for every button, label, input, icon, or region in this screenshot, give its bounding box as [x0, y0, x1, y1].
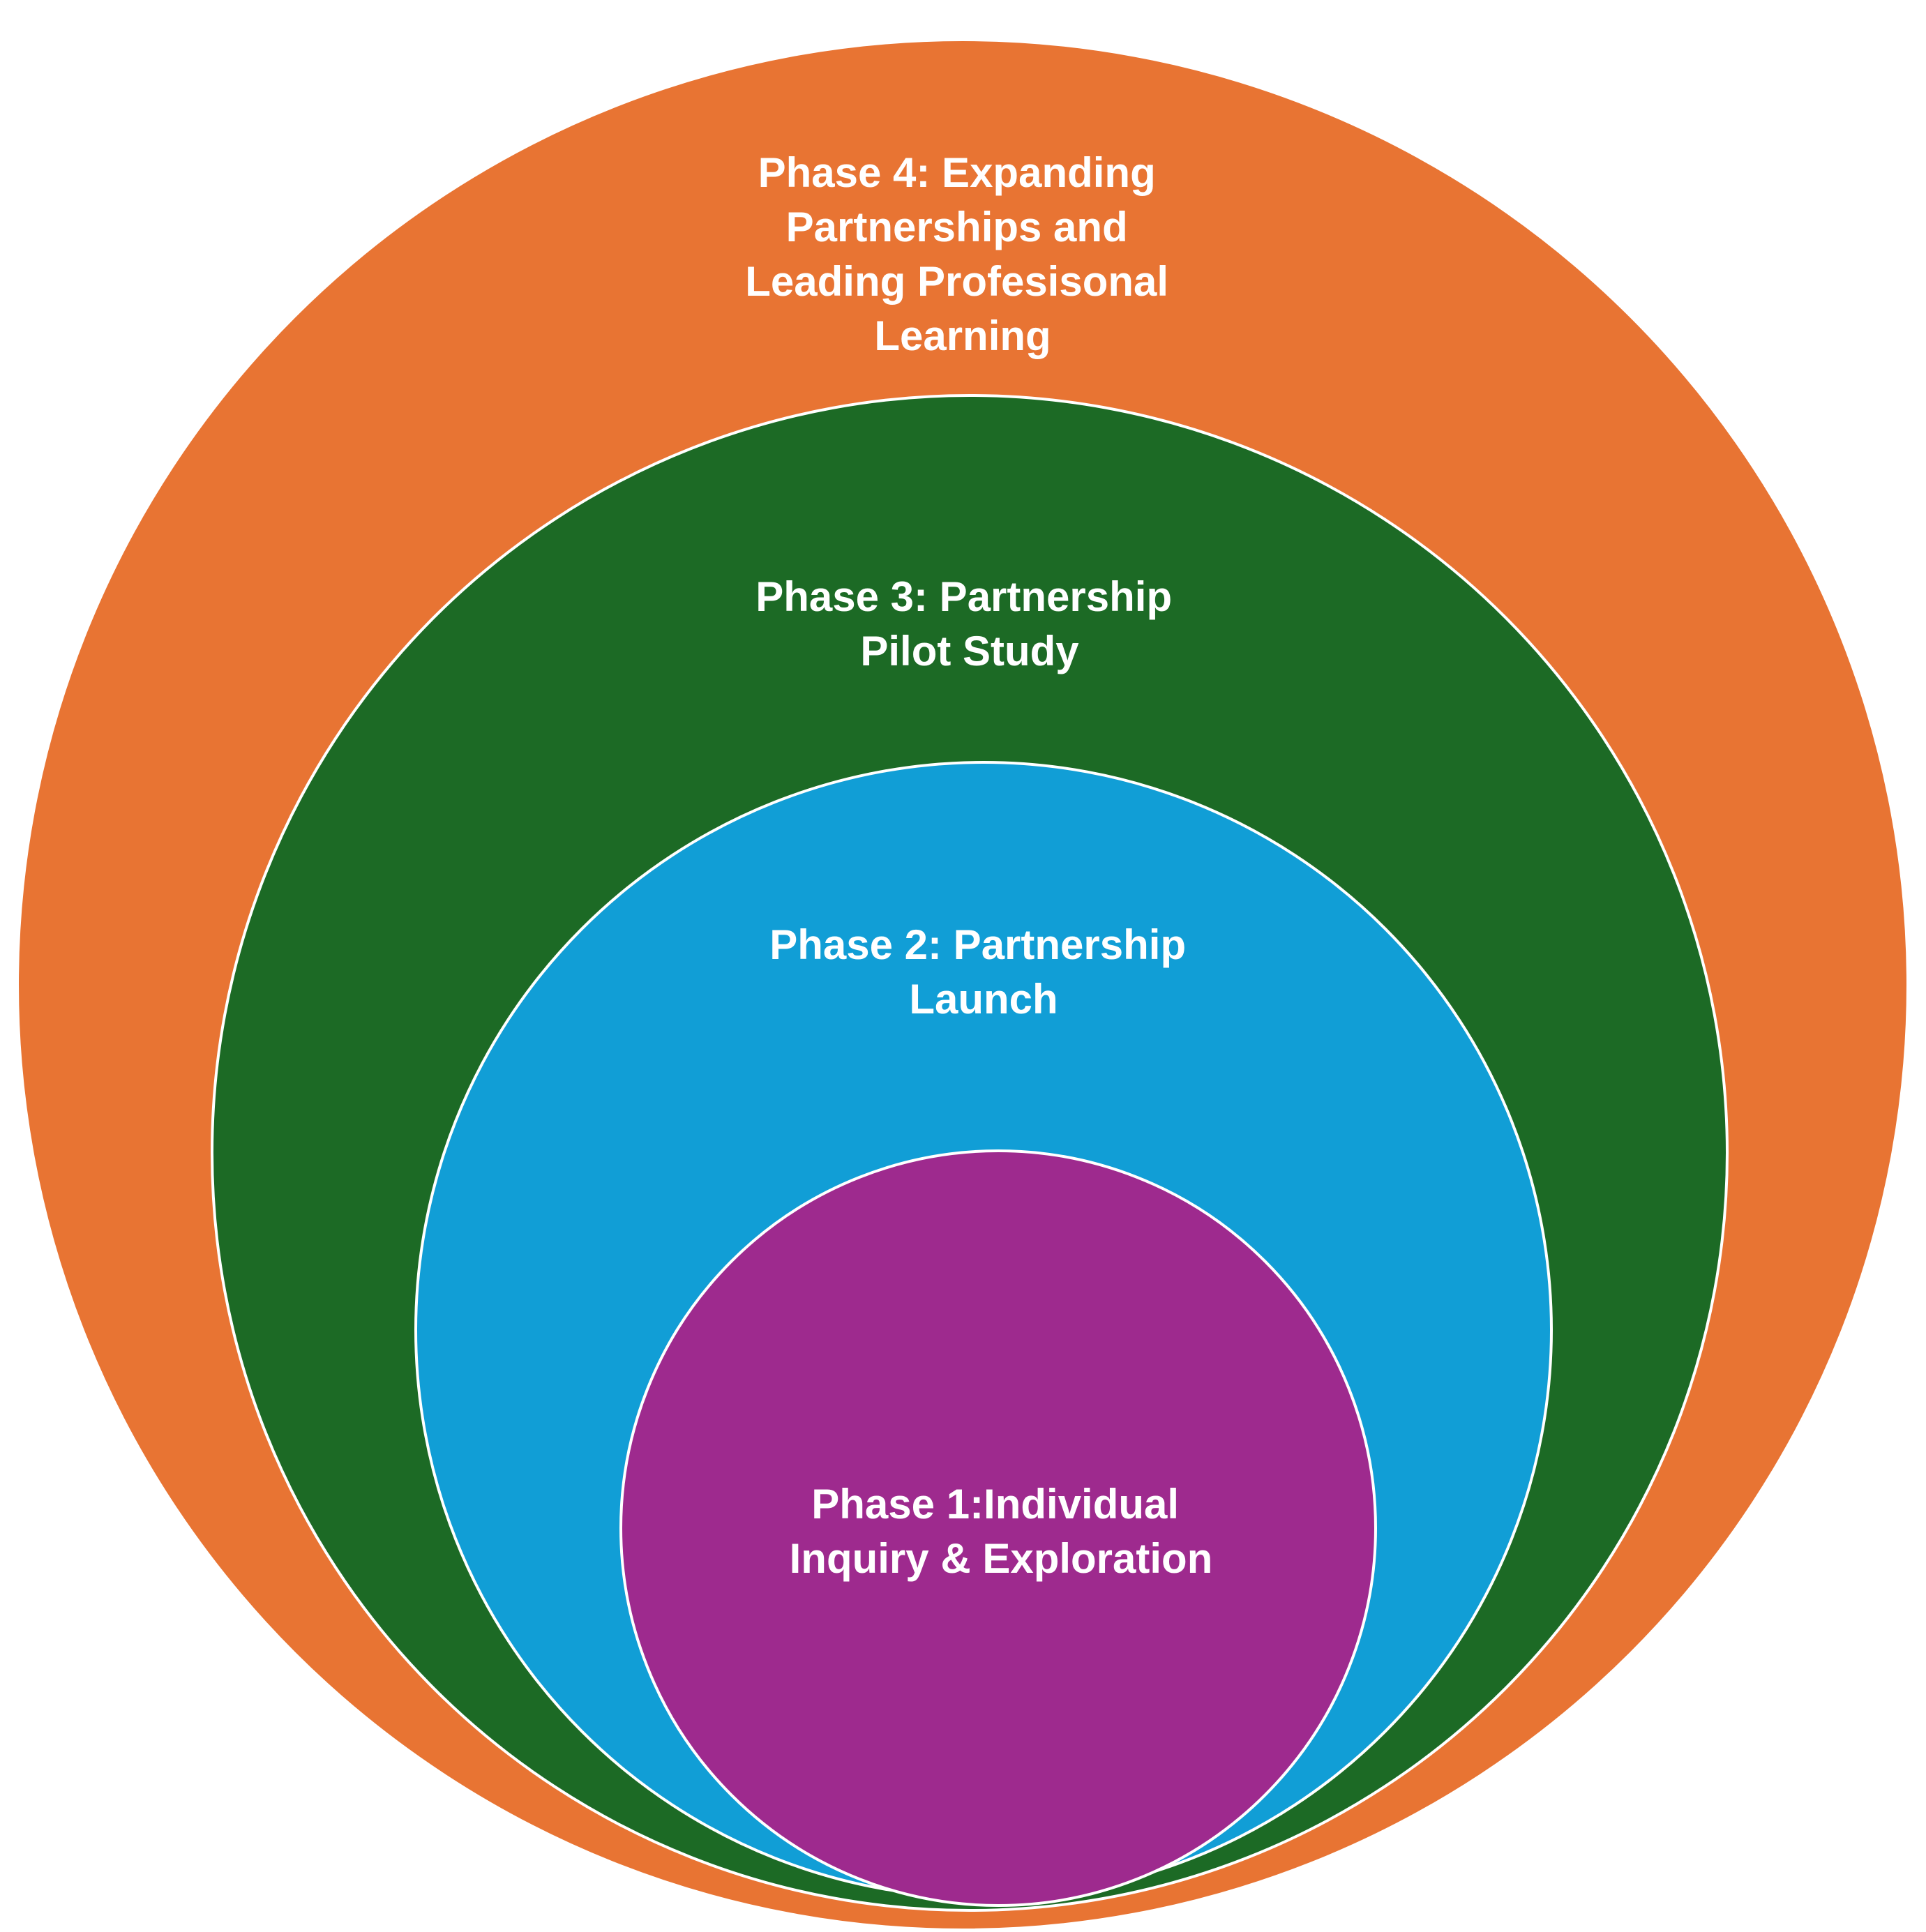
phase-2-label: Phase 2: Partnership Launch: [769, 921, 1198, 1022]
phase-2-label-line-1: Phase 2: Partnership: [769, 921, 1186, 968]
phase-1-label: Phase 1:Individual Inquiry & Exploration: [790, 1481, 1213, 1582]
phase-3-label-line-1: Phase 3: Partnership: [755, 573, 1172, 620]
phase-4-label: Phase 4: Expanding Partnerships and Lead…: [745, 149, 1180, 359]
phase-4-label-line-3: Leading Profesisonal: [745, 258, 1168, 305]
phase-1-label-line-2: Inquiry & Exploration: [790, 1535, 1213, 1582]
phase-3-label-line-2: Pilot Study: [860, 628, 1079, 674]
phase-1-circle: [619, 1149, 1377, 1907]
phase-4-label-line-2: Partnerships and: [786, 204, 1128, 250]
phase-1-label-line-1: Phase 1:Individual: [811, 1481, 1179, 1527]
phase-2-label-line-2: Launch: [909, 976, 1058, 1022]
phase-4-label-line-1: Phase 4: Expanding: [758, 149, 1156, 196]
phase-3-label: Phase 3: Partnership Pilot Study: [755, 573, 1184, 674]
phase-4-label-line-4: Learning: [874, 312, 1051, 359]
